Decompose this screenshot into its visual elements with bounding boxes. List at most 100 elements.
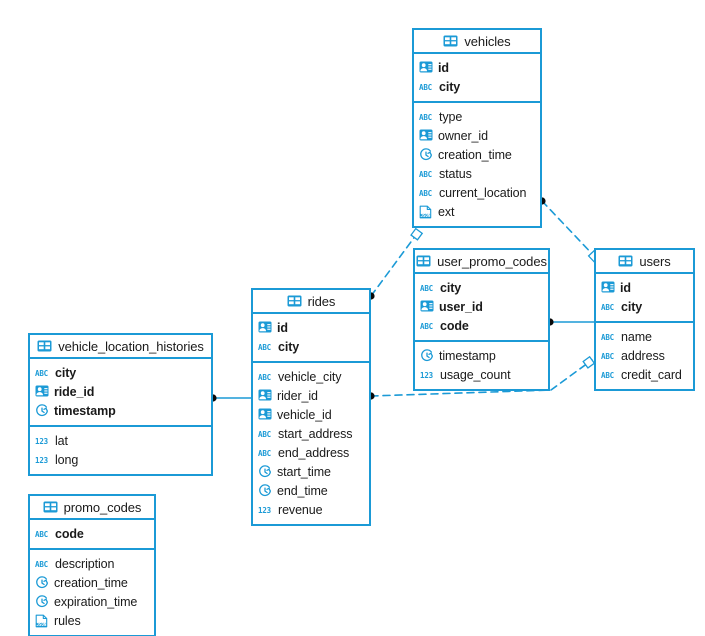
clock-icon [35, 594, 49, 609]
relationship-edge-rides-to-vehicles[interactable] [370, 230, 420, 297]
field-rides-start_time[interactable]: start_time [253, 462, 369, 481]
field-rides-end_time[interactable]: end_time [253, 481, 369, 500]
field-label: creation_time [54, 575, 128, 590]
field-label: city [439, 79, 461, 94]
123-number-icon: 123 [35, 455, 48, 465]
field-label: name [621, 329, 652, 344]
relationship-edge-users-to-vehicles[interactable] [541, 200, 598, 260]
entity-header-rides[interactable]: rides [253, 290, 369, 314]
field-vehicles-city[interactable]: ABC city [414, 77, 540, 96]
clock-icon [419, 147, 433, 162]
field-label: status [439, 166, 472, 181]
field-vehicles-current_location[interactable]: ABC current_location [414, 183, 540, 202]
field-label: timestamp [54, 403, 116, 418]
clock-icon [35, 403, 49, 418]
field-vehicles-creation_time[interactable]: creation_time [414, 145, 540, 164]
abc-text-icon: ABC [419, 188, 432, 198]
entity-header-users[interactable]: users [596, 250, 693, 274]
id-card-icon [419, 129, 433, 143]
field-label: vehicle_id [277, 407, 332, 422]
entity-title: promo_codes [63, 499, 142, 515]
entity-header-vehicles[interactable]: vehicles [414, 30, 540, 54]
field-label: city [621, 299, 643, 314]
field-rides-id[interactable]: id [253, 318, 369, 337]
id-card-icon [258, 389, 272, 403]
field-vehicles-owner_id[interactable]: owner_id [414, 126, 540, 145]
abc-text-icon: ABC [35, 559, 48, 569]
svg-text:JSON: JSON [420, 213, 430, 218]
field-users-address[interactable]: ABC address [596, 346, 693, 365]
field-label: address [621, 348, 665, 363]
field-label: start_address [278, 426, 353, 441]
table-grid-icon [43, 501, 58, 513]
field-label: rider_id [277, 388, 318, 403]
field-rides-vehicle_id[interactable]: vehicle_id [253, 405, 369, 424]
abc-text-icon: ABC [35, 368, 48, 378]
entity-header-user_promo_codes[interactable]: user_promo_codes [415, 250, 548, 274]
abc-text-icon: ABC [258, 448, 271, 458]
field-label: id [438, 60, 449, 75]
field-label: revenue [278, 502, 323, 517]
field-user_promo_codes-timestamp[interactable]: timestamp [415, 346, 548, 365]
abc-text-icon: ABC [601, 332, 614, 342]
abc-text-icon: ABC [601, 351, 614, 361]
abc-text-icon: ABC [258, 342, 271, 352]
field-label: user_id [439, 299, 483, 314]
field-vehicle_location_histories-lat[interactable]: 123 lat [30, 431, 211, 450]
clock-icon [258, 464, 272, 479]
field-label: creation_time [438, 147, 512, 162]
field-label: id [620, 280, 631, 295]
field-rides-rider_id[interactable]: rider_id [253, 386, 369, 405]
edge-endpoint-square-rides-to-vehicles [410, 227, 424, 241]
entity-header-vehicle_location_histories[interactable]: vehicle_location_histories [30, 335, 211, 359]
field-promo_codes-expiration_time[interactable]: expiration_time [30, 592, 154, 611]
table-grid-icon [618, 255, 633, 267]
field-vehicle_location_histories-timestamp[interactable]: timestamp [30, 401, 211, 420]
entity-header-promo_codes[interactable]: promo_codes [30, 496, 154, 520]
field-user_promo_codes-user_id[interactable]: user_id [415, 297, 548, 316]
table-grid-icon [37, 340, 52, 352]
id-card-icon [35, 385, 49, 399]
123-number-icon: 123 [35, 436, 48, 446]
field-label: current_location [439, 185, 527, 200]
field-users-id[interactable]: id [596, 278, 693, 297]
id-card-icon [601, 281, 615, 295]
field-label: lat [55, 433, 68, 448]
field-vehicle_location_histories-ride_id[interactable]: ride_id [30, 382, 211, 401]
field-vehicles-id[interactable]: id [414, 58, 540, 77]
field-promo_codes-creation_time[interactable]: creation_time [30, 573, 154, 592]
field-users-name[interactable]: ABC name [596, 327, 693, 346]
field-label: vehicle_city [278, 369, 342, 384]
abc-text-icon: ABC [419, 82, 432, 92]
field-label: timestamp [439, 348, 496, 363]
